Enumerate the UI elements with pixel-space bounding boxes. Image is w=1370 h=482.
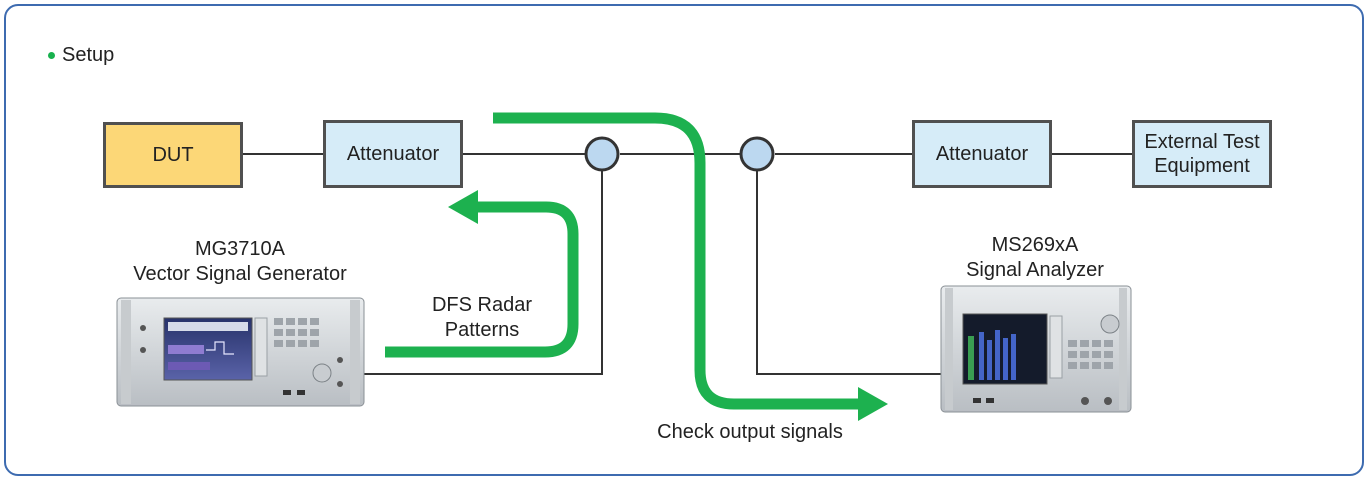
attenuator-right-label: Attenuator <box>936 142 1028 166</box>
dfs-radar-label: DFS Radar Patterns <box>412 293 552 343</box>
generator-name: Vector Signal Generator <box>110 262 370 287</box>
check-output-label: Check output signals <box>630 420 870 445</box>
analyzer-label: MS269xA Signal Analyzer <box>925 233 1145 283</box>
dfs-radar-line2: Patterns <box>412 318 552 343</box>
external-test-label-line1: External Test <box>1144 130 1259 154</box>
vector-signal-generator-image <box>117 298 364 406</box>
dfs-radar-line1: DFS Radar <box>412 293 552 318</box>
attenuator-right-box: Attenuator <box>912 120 1052 188</box>
attenuator-left-box: Attenuator <box>323 120 463 188</box>
external-test-label-line2: Equipment <box>1154 154 1250 178</box>
signal-analyzer-image <box>941 286 1131 412</box>
dfs-radar-arrowhead <box>448 190 478 224</box>
coupler-left <box>586 138 618 170</box>
external-test-equipment-box: External Test Equipment <box>1132 120 1272 188</box>
generator-model: MG3710A <box>110 237 370 262</box>
dut-box: DUT <box>103 122 243 188</box>
check-output-arrowhead <box>858 387 888 421</box>
cable-coupler-analyzer <box>757 171 942 374</box>
coupler-right <box>741 138 773 170</box>
analyzer-name: Signal Analyzer <box>925 258 1145 283</box>
attenuator-left-label: Attenuator <box>347 142 439 166</box>
analyzer-model: MS269xA <box>925 233 1145 258</box>
generator-label: MG3710A Vector Signal Generator <box>110 237 370 287</box>
check-output-arrow-path <box>493 118 862 404</box>
dut-label: DUT <box>152 143 193 167</box>
